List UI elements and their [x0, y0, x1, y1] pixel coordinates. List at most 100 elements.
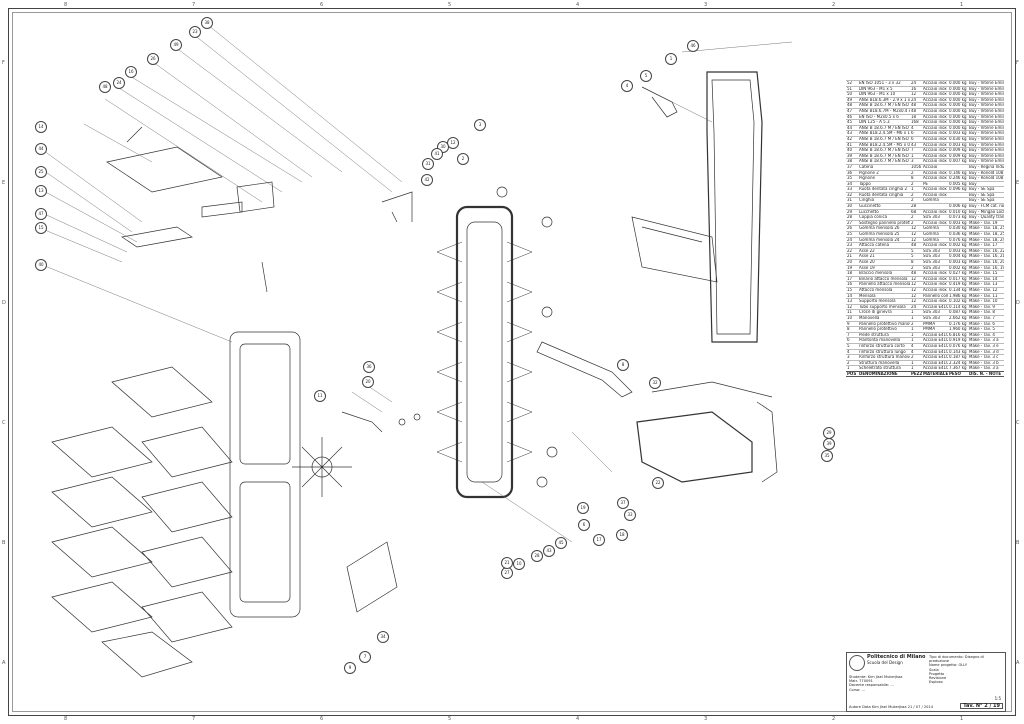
bom-cell: SUS 303	[922, 247, 948, 254]
bom-cell: 0.246 kg	[948, 175, 968, 182]
bom-cell: 168	[910, 119, 922, 126]
bom-cell: Asse 22	[858, 247, 910, 254]
bom-cell: Acciaio inox	[922, 191, 948, 198]
balloon-45: 45	[555, 537, 567, 549]
bom-cell: 6.816 kg	[948, 331, 968, 338]
bom-cell: Make - Tav. 12	[968, 287, 1004, 294]
bom-cell: Piantonta manovella	[858, 337, 910, 344]
bom-cell: Make - Tav. 11	[968, 292, 1004, 299]
bom-cell: 0.073 kg	[948, 214, 968, 221]
bom-cell: 25	[846, 231, 858, 238]
balloon-37: 37	[617, 497, 629, 509]
balloon-15: 15	[35, 222, 47, 234]
bom-cell: Gomma mensola 24	[858, 236, 910, 243]
bom-cell: Asse 19	[858, 264, 910, 271]
bom-cell: Make - Tav. 3 b	[968, 359, 1004, 366]
bom-cell: 0.002 kg	[948, 242, 968, 249]
bom-cell: Ruota dentata cinghia 2	[858, 186, 910, 193]
bom-cell: Sostegno pannello protettivo	[858, 219, 910, 226]
bom-cell: Ruota dentata cinghia	[858, 191, 910, 198]
inner-frame	[12, 12, 1012, 712]
bom-cell: 26	[846, 225, 858, 232]
bom-cell: Buy - Viterie Emiliane	[968, 135, 1004, 143]
bom-cell: Cinghia	[858, 197, 910, 204]
bom-cell: Buy - FCM cat. no. 604	[968, 203, 1004, 210]
bom-cell: Acciaio E410	[922, 365, 948, 372]
bom-cell: 43	[910, 141, 922, 148]
zone-marker-8: 8	[64, 716, 68, 722]
bom-cell: Acciaio inox	[922, 175, 948, 182]
balloon-7: 7	[359, 651, 371, 663]
bom-cell: 21	[846, 253, 858, 260]
bom-cell: 0.134 kg	[948, 287, 968, 294]
bom-cell: Make - Tav. 9	[968, 303, 1004, 310]
bom-cell: Buy - Ronold 1081/1HT	[968, 175, 1004, 182]
bom-cell: 0.027 kg	[948, 270, 968, 277]
zone-marker-2: 2	[832, 716, 836, 722]
bom-cell: 5	[910, 253, 922, 260]
bom-cell: SUS 303	[922, 314, 948, 322]
bom-cell: 0.017 kg	[948, 275, 968, 282]
bom-cell: Catena	[858, 163, 910, 170]
bom-cell: 0.003 kg	[948, 259, 968, 266]
balloon-34: 34	[377, 631, 389, 643]
bom-cell: SUS 303	[922, 253, 948, 260]
bom-cell: 0.096 kg	[948, 186, 968, 193]
bom-cell: 8	[910, 175, 922, 182]
balloon-35: 35	[821, 450, 833, 462]
zone-marker-A: A	[1016, 660, 1020, 666]
bom-cell: DIN 963 - M1 x 10	[858, 91, 910, 98]
bom-cell: Acciaio E410	[922, 331, 948, 338]
bom-cell: 14	[846, 292, 858, 299]
bom-cell: 0.004 kg	[948, 253, 968, 260]
bom-cell: Buy - Viterie Emiliane	[968, 96, 1004, 103]
university-seal-icon	[849, 655, 865, 671]
bom-cell: ANSI B 18.6.7 M / EN ISO - M5 x 0.8 x 50	[858, 147, 910, 154]
bom-cell: 28	[910, 203, 922, 210]
balloon-19: 19	[577, 502, 589, 514]
bom-header-cell: PEZZI	[910, 370, 922, 378]
bom-cell: 12	[910, 281, 922, 288]
title-block-footer-item: Data	[862, 704, 872, 709]
bom-cell: Supporto mensola	[858, 298, 910, 305]
bom-cell: 0.030 kg	[948, 225, 968, 232]
bom-cell: Acciaio inox	[922, 219, 948, 226]
crank-arm	[536, 341, 633, 398]
balloon-21: 21	[501, 557, 513, 569]
bom-cell: 0.000 kg	[948, 119, 968, 126]
bom-cell: Buy - Viterie Emiliane	[968, 80, 1004, 87]
bom-cell: Buy - SE Spa	[968, 191, 1004, 198]
bom-cell: 1	[910, 359, 922, 366]
bom-cell: 19	[846, 264, 858, 271]
bom-cell: ANSI B18.2.4.5M - M6 x 1.25	[858, 130, 910, 137]
bom-cell: Buy - Ronold 1081/1T	[968, 169, 1004, 176]
bom-cell: SUS 303	[922, 259, 948, 266]
bom-cell: 48	[846, 102, 858, 109]
title-block-info: Scala	[929, 667, 939, 672]
balloon-16: 16	[125, 66, 137, 78]
zone-marker-3: 3	[704, 2, 708, 8]
zone-marker-7: 7	[192, 716, 196, 722]
bom-cell: DIN 963 - M1 x 5	[858, 85, 910, 92]
bom-cell: 45	[846, 119, 858, 126]
bom-cell: 36	[846, 169, 858, 176]
bom-cell: 2.324 kg	[948, 359, 968, 366]
balloon-41: 41	[431, 148, 443, 160]
bom-cell: 6	[846, 337, 858, 344]
bom-cell: 0.076 kg	[948, 342, 968, 349]
bom-cell: 16	[910, 85, 922, 92]
bom-cell: Pignone	[858, 175, 910, 182]
bom-cell: Make - Tav. 10	[968, 298, 1004, 305]
outer-frame	[8, 8, 1016, 716]
